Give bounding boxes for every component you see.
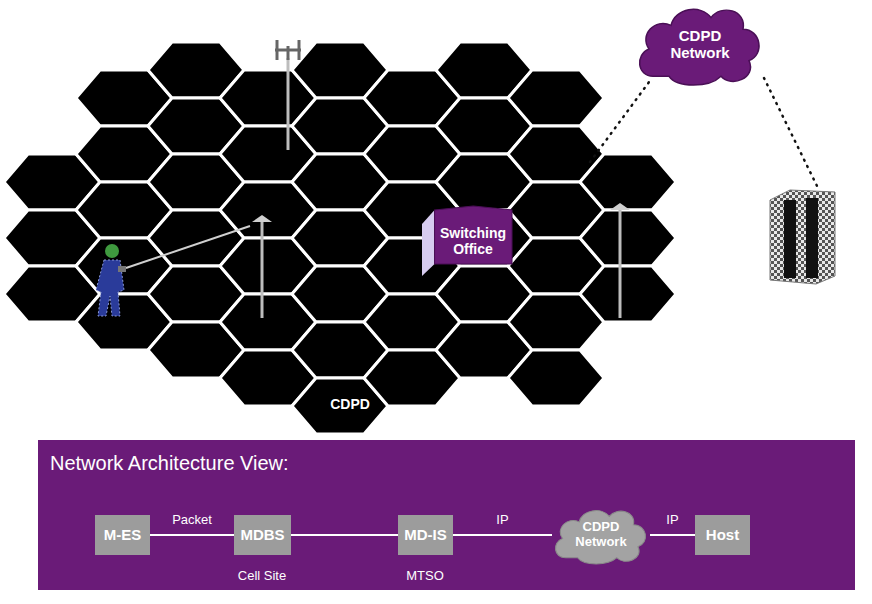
host-server — [770, 190, 835, 284]
hex-cell — [508, 350, 604, 406]
node-label: MDBS — [240, 526, 284, 543]
process-box: MD-IS — [398, 515, 453, 555]
dotted-link — [590, 78, 652, 162]
cell-tower — [275, 40, 301, 150]
node-label: CDPD Network — [568, 520, 634, 550]
panel-heading: Network Architecture View: — [50, 452, 289, 475]
cell-tower — [252, 215, 272, 318]
site-label: Cell Site — [238, 568, 286, 583]
site-label: MTSO — [406, 568, 444, 583]
hex-cell — [580, 266, 676, 322]
link-line — [453, 534, 552, 536]
process-box: Host — [695, 515, 750, 555]
network-cloud: CDPD Network — [552, 504, 650, 566]
link-line — [150, 534, 234, 536]
link-line — [291, 534, 398, 536]
link-label: IP — [494, 512, 510, 527]
hex-cell — [508, 70, 604, 126]
region-label: CDPD — [330, 396, 370, 412]
architecture-panel: Network Architecture View: M-ES MDBS MD-IS C… — [38, 440, 855, 590]
link-line — [650, 534, 695, 536]
link-label: IP — [664, 512, 680, 527]
link-label: Packet — [170, 512, 214, 527]
process-box: MDBS — [234, 515, 291, 555]
node-label: CDPD Network — [651, 27, 749, 62]
mobile-user — [96, 244, 126, 316]
radio-link — [126, 226, 250, 268]
node-label: M-ES — [104, 526, 142, 543]
node-label: Switching Office — [436, 225, 510, 257]
switching-office: Switching Office — [422, 206, 512, 276]
node-label: MD-IS — [404, 526, 447, 543]
cell-grid — [4, 42, 676, 434]
cell-tower — [610, 203, 630, 318]
dotted-link — [764, 78, 818, 188]
hex-cell — [580, 154, 676, 210]
process-box: M-ES — [95, 515, 150, 555]
network-cloud: CDPD Network — [635, 0, 765, 88]
node-label: Host — [706, 526, 739, 543]
hex-cell — [580, 210, 676, 266]
